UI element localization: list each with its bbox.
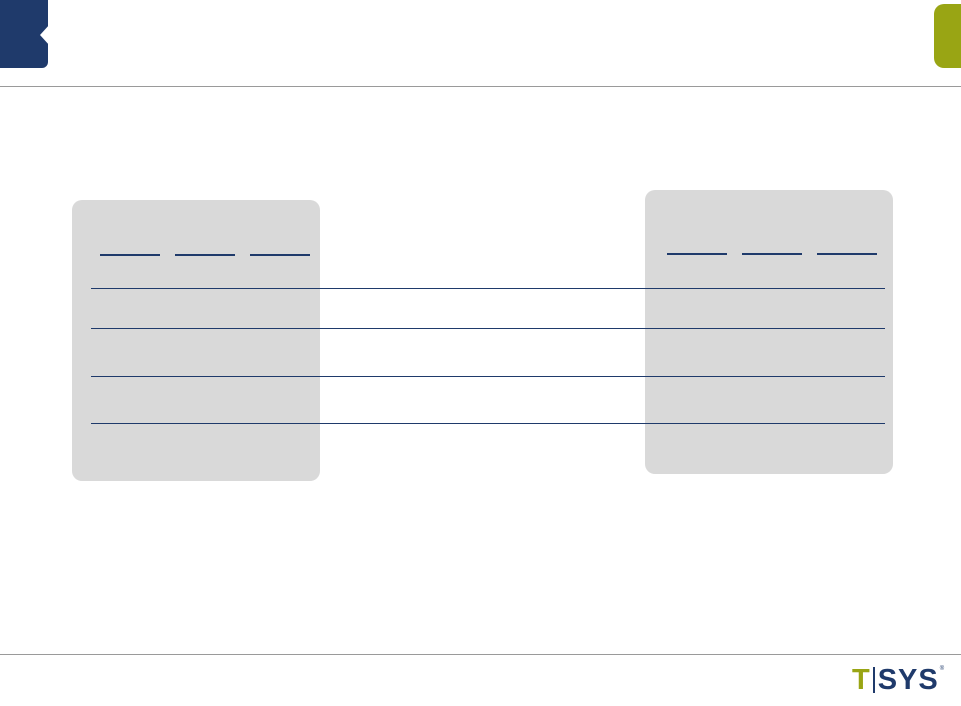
table-row-divider-2	[91, 328, 885, 329]
right-panel	[645, 190, 893, 474]
left-panel	[72, 200, 320, 481]
tsys-logo: T SYS ®	[852, 664, 945, 696]
logo-separator-bar	[872, 667, 875, 693]
right-column-header-rule-1	[667, 253, 727, 255]
logo-letters-sys: SYS	[877, 663, 939, 696]
left-column-header-rule-3	[250, 254, 310, 256]
table-row-divider-3	[91, 376, 885, 377]
notch-icon	[40, 24, 50, 46]
table-row-divider-1	[91, 288, 885, 289]
footer-divider	[0, 654, 961, 655]
left-column-header-rule-1	[100, 254, 160, 256]
table-row-divider-4	[91, 423, 885, 424]
logo-letter-t: T	[852, 663, 871, 696]
right-column-header-rule-3	[817, 253, 877, 255]
header-divider	[0, 86, 961, 87]
left-column-header-rule-2	[175, 254, 235, 256]
right-column-header-rule-2	[742, 253, 802, 255]
logo-registered-mark: ®	[939, 666, 946, 672]
header-accent-tab	[934, 4, 961, 68]
header-corner-tab	[0, 0, 50, 68]
